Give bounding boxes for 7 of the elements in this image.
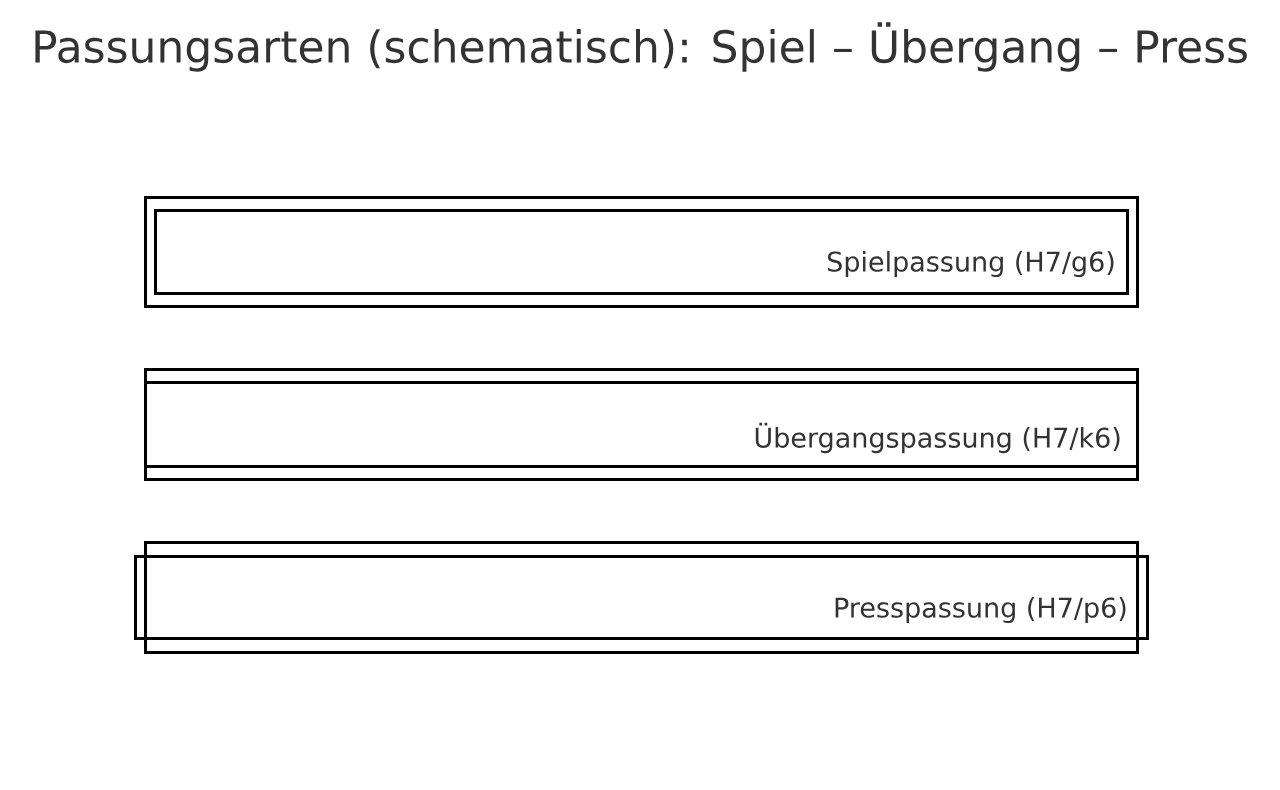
fit-label: Spielpassung (H7/g6)	[828, 250, 1114, 278]
hole-rectangle	[144, 541, 1139, 654]
hole-rectangle	[144, 368, 1139, 481]
title: Passungsarten (schematisch): Spiel – Übergang – Press	[35, 22, 1247, 72]
fit-label: Presspassung (H7/p6)	[835, 596, 1126, 624]
hole-rectangle	[144, 196, 1139, 308]
fit-label: Übergangspassung (H7/k6)	[755, 422, 1120, 454]
